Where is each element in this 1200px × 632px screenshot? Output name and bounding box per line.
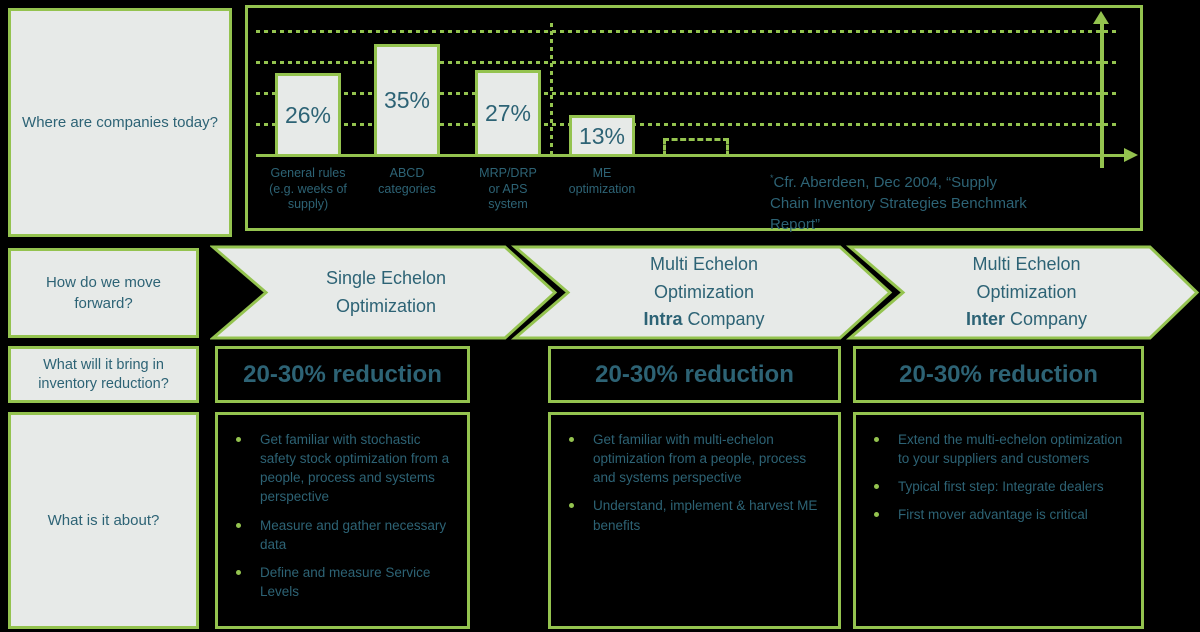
bar-general-rules: 26% [275, 73, 341, 157]
bullet-list: Extend the multi-echelon optimization to… [868, 430, 1129, 525]
bullet-dot-icon [236, 522, 241, 528]
chevron-line: Optimization [335, 295, 437, 316]
bullet-item: Understand, implement & harvest ME benef… [563, 496, 826, 534]
citation-asterisk: * [770, 173, 774, 183]
category-label: ABCD categories [378, 166, 436, 196]
chevron-line: Single Echelon [325, 267, 447, 288]
chevron-label-multi-echelon-intra: Multi Echelon Optimization Intra Company [568, 245, 840, 340]
chevron-label-multi-echelon-inter: Multi Echelon Optimization Inter Company [903, 245, 1150, 340]
bar-mrp-drp-aps: 27% [475, 70, 541, 157]
y-axis-line [1100, 22, 1104, 168]
question-box-inventory-reduction: What will it bring in inventory reductio… [8, 346, 199, 403]
chevron-line: Inter Company [965, 309, 1088, 330]
bar-me-optimization: 13% [569, 115, 635, 157]
about-box-single-echelon: Get familiar with stochastic safety stoc… [215, 412, 470, 629]
bullet-dot-icon [569, 503, 574, 509]
gridline-30pct [256, 61, 1118, 64]
bullet-item: Get familiar with stochastic safety stoc… [230, 430, 455, 507]
bullet-dot-icon [569, 437, 574, 442]
chevron-label-single-echelon: Single Echelon Optimization [266, 245, 506, 340]
reduction-box-1: 20-30% reduction [215, 346, 470, 403]
process-chevrons [210, 245, 1200, 340]
bar-value-label: 27% [484, 100, 532, 126]
bar-chart-panel: 26% 35% 27% 13% General rules (e.g. week… [245, 5, 1143, 233]
bullet-item: Define and measure Service Levels [230, 563, 455, 601]
bar-value-label: 13% [578, 122, 626, 149]
question-box-what-about: What is it about? [8, 412, 199, 629]
chevron-line: Multi Echelon [649, 253, 759, 274]
bullet-list: Get familiar with stochastic safety stoc… [230, 430, 455, 601]
bullet-dot-icon [874, 437, 879, 442]
chevron-line: Intra Company [643, 309, 765, 330]
bullet-item: First mover advantage is critical [868, 505, 1129, 524]
y-axis-arrow-icon [1093, 11, 1109, 24]
gridline-20pct [256, 92, 1118, 95]
bullet-dot-icon [874, 484, 879, 490]
citation-text: Cfr. Aberdeen, Dec 2004, “Supply Chain I… [770, 174, 1027, 233]
gridline-10pct [256, 123, 1118, 126]
x-axis-line [256, 154, 1128, 157]
bullet-dot-icon [236, 437, 241, 442]
question-text: What is it about? [47, 512, 160, 529]
category-label: General rules (e.g. weeks of supply) [269, 166, 347, 212]
category-label: MRP/DRP or APS system [479, 166, 537, 212]
bullet-dot-icon [236, 569, 241, 575]
bullet-item: Extend the multi-echelon optimization to… [868, 430, 1129, 468]
bar-abcd-categories: 35% [374, 44, 440, 157]
bullet-item: Typical first step: Integrate dealers [868, 477, 1129, 496]
bullet-dot-icon [874, 512, 879, 518]
chevron-line: Multi Echelon [972, 253, 1081, 274]
reduction-box-3: 20-30% reduction [853, 346, 1144, 403]
about-box-multi-echelon-intra: Get familiar with multi-echelon optimiza… [548, 412, 841, 629]
reduction-text: 20-30% reduction [595, 360, 794, 388]
question-text: How do we move forward? [45, 274, 162, 312]
question-text: Where are companies today? [22, 114, 218, 131]
bullet-item: Measure and gather necessary data [230, 516, 455, 554]
reduction-box-2: 20-30% reduction [548, 346, 841, 403]
chevron-line: Optimization [653, 281, 755, 302]
category-label: ME optimization [568, 166, 636, 196]
question-box-move-forward: How do we move forward? [8, 248, 199, 338]
bullet-list: Get familiar with multi-echelon optimiza… [563, 430, 826, 535]
bullet-item: Get familiar with multi-echelon optimiza… [563, 430, 826, 487]
chevron-shape-single-echelon [210, 245, 558, 340]
chevron-shape-multi-echelon-intra [510, 245, 893, 340]
question-box-where-today: Where are companies today? [8, 8, 232, 237]
bar-value-label: 35% [383, 87, 431, 113]
gridline-40pct [256, 30, 1118, 33]
bar-value-label: 26% [284, 101, 332, 128]
reduction-text: 20-30% reduction [243, 360, 442, 388]
source-citation: *Cfr. Aberdeen, Dec 2004, “Supply Chain … [770, 172, 1038, 235]
dashed-vertical-divider [550, 22, 553, 155]
chevron-shape-multi-echelon-inter [845, 245, 1200, 340]
chevron-line: Optimization [976, 281, 1077, 302]
question-text: What will it bring in inventory reductio… [38, 356, 169, 392]
reduction-text: 20-30% reduction [899, 360, 1098, 388]
x-axis-arrow-icon [1124, 148, 1138, 162]
about-box-multi-echelon-inter: Extend the multi-echelon optimization to… [853, 412, 1144, 629]
